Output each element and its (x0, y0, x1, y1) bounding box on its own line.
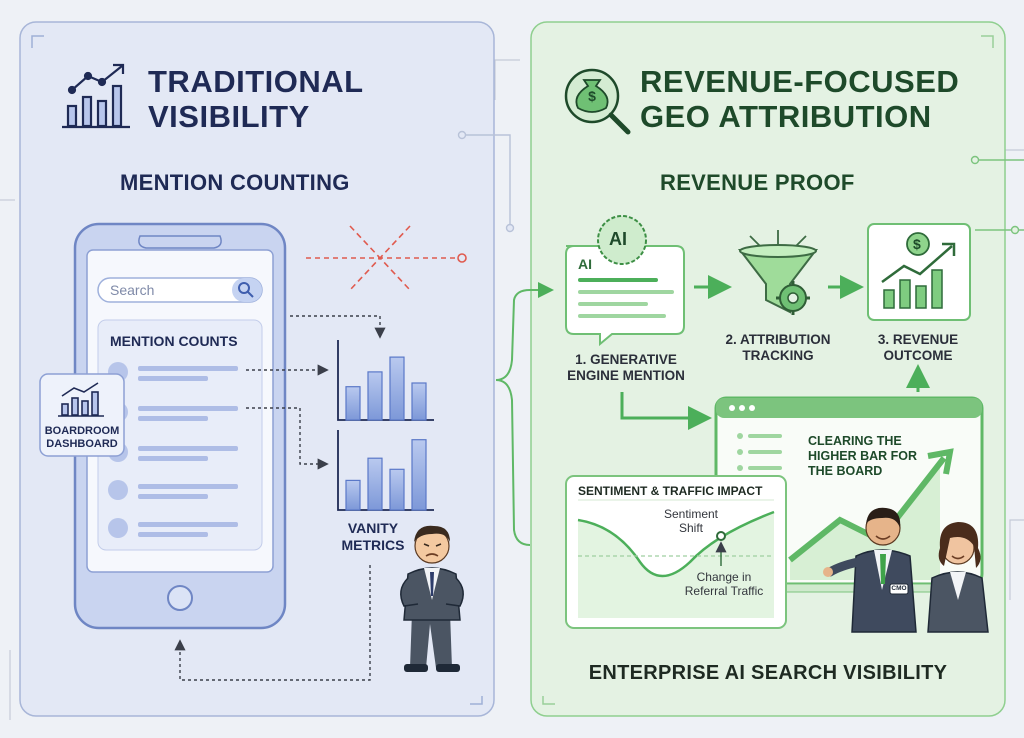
sentiment-shift-label: Sentiment Shift (663, 507, 719, 535)
vanity-metrics-label: VANITY METRICS (341, 520, 405, 553)
ai-badge: AI (609, 229, 627, 249)
step-1-label: 1. GENERATIVE ENGINE MENTION (567, 352, 685, 383)
right-subtitle: REVENUE PROOF (660, 170, 855, 195)
right-title-line2: GEO ATTRIBUTION (640, 99, 932, 134)
left-title-line1: TRADITIONAL (148, 64, 364, 99)
vanity-bar (345, 386, 361, 421)
vanity-bar (389, 356, 405, 421)
sentiment-traffic-chart-card (565, 475, 787, 629)
bar-chart-trend-icon (62, 63, 130, 129)
vanity-bar-chart-top (337, 340, 434, 421)
footer-title: ENTERPRISE AI SEARCH VISIBILITY (588, 662, 948, 684)
revenue-outcome-card (867, 223, 971, 321)
generative-engine-mention-card (565, 215, 685, 347)
mention-counts-title: MENTION COUNTS (110, 333, 238, 349)
cmo-presenter-figure (823, 507, 917, 633)
attribution-funnel-icon (737, 230, 819, 315)
vanity-bar (345, 479, 361, 511)
step-2-label: 2. ATTRIBUTION TRACKING (725, 332, 831, 363)
executive-woman-figure (927, 522, 989, 633)
search-placeholder: Search (110, 282, 155, 298)
vanity-bar (389, 468, 405, 511)
revenue-coin-symbol: $ (913, 236, 921, 252)
vanity-bar-chart-bottom (337, 430, 434, 511)
vanity-bar (411, 382, 427, 421)
vanity-bar (367, 457, 383, 511)
left-subtitle: MENTION COUNTING (120, 170, 350, 195)
ai-card-text: AI (578, 256, 592, 272)
board-message: CLEARING THE HIGHER BAR FOR THE BOARD (808, 434, 918, 478)
vanity-bar (411, 439, 427, 511)
sentiment-chart-title: SENTIMENT & TRAFFIC IMPACT (578, 484, 763, 498)
worried-businessman-figure (400, 525, 464, 672)
step-3-label: 3. REVENUE OUTCOME (877, 332, 959, 363)
left-title-line2: VISIBILITY (148, 99, 310, 134)
referral-traffic-label: Change in Referral Traffic (684, 570, 764, 598)
smartphone (73, 222, 287, 630)
vanity-bar (367, 371, 383, 421)
money-bag-symbol: $ (588, 88, 596, 104)
money-bag-magnifier-icon (564, 68, 631, 135)
boardroom-dashboard-card (39, 373, 125, 457)
right-title-line1: REVENUE-FOCUSED (640, 64, 960, 99)
boardroom-dashboard-label: BOARDROOM DASHBOARD (44, 425, 120, 450)
cmo-badge: CMO (891, 585, 907, 592)
broken-link-x-icon (306, 225, 467, 291)
